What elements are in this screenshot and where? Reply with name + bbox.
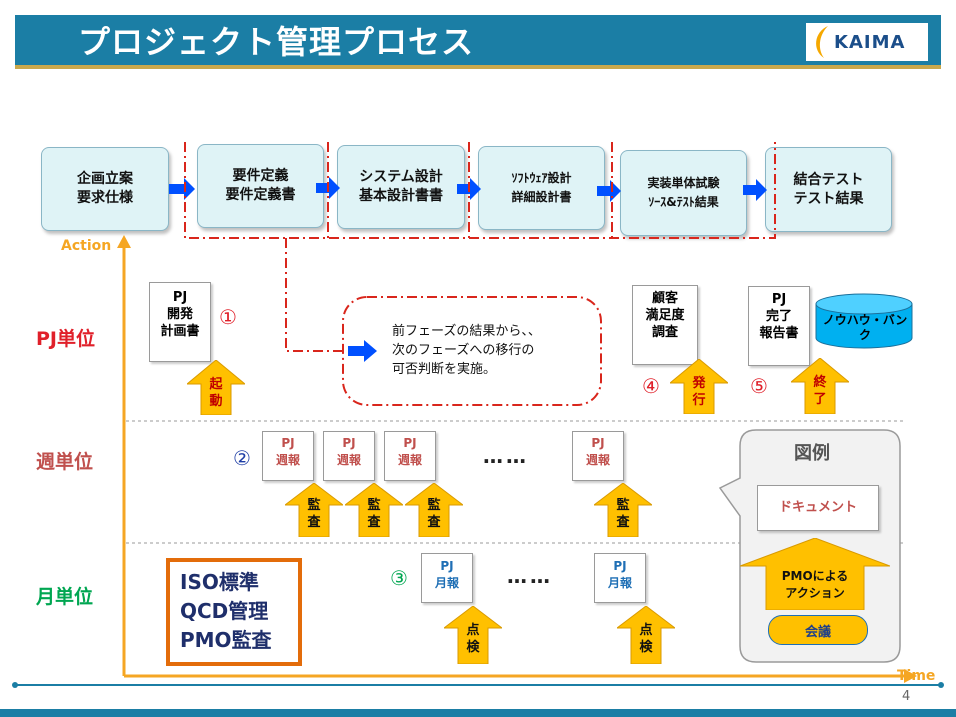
- monthly-ellipsis: ……: [507, 564, 553, 588]
- doc-satisfaction-survey: 顧客 満足度 調査: [632, 285, 698, 365]
- action-audit-2: 監 査: [343, 482, 405, 538]
- marker-5: ⑤: [750, 374, 768, 398]
- action-inspect-2: 点 検: [615, 605, 677, 665]
- row-label-weekly: 週単位: [36, 451, 94, 473]
- phase-gate-line: [184, 142, 776, 239]
- legend-title: 図例: [794, 443, 830, 464]
- title-underline: [15, 65, 941, 69]
- doc-weekly-report-3: PJ 週報: [384, 431, 436, 481]
- marker-2: ②: [233, 446, 251, 470]
- process-arrow-4: [597, 180, 621, 202]
- legend-pmo-action: PMOによる アクション: [739, 537, 891, 611]
- phase-note-connector: [285, 238, 346, 352]
- x-axis-label: Time: [897, 668, 936, 684]
- marker-3: ③: [390, 566, 408, 590]
- page-number: 4: [902, 689, 911, 704]
- logo-mark-icon: [816, 26, 828, 58]
- process-step-planning: 企画立案 要求仕様: [41, 147, 169, 231]
- y-axis-label: Action: [61, 238, 112, 254]
- knowhow-bank-cylinder: [815, 293, 913, 349]
- action-start: 起 動: [185, 359, 247, 416]
- standards-list: ISO標準 QCD管理 PMO監査: [180, 568, 272, 655]
- doc-weekly-report-4: PJ 週報: [572, 431, 624, 481]
- action-audit-4: 監 査: [592, 482, 654, 538]
- knowhow-bank-label: ノウハウ・バン ク: [822, 313, 908, 342]
- action-audit-label: 監 査: [307, 498, 321, 530]
- action-audit-label: 監 査: [367, 498, 381, 530]
- standard-qcd: QCD管理: [180, 599, 269, 623]
- standards-box: ISO標準 QCD管理 PMO監査: [166, 558, 302, 666]
- process-step-integration-test: 結合テスト テスト結果: [765, 147, 892, 232]
- row-label-pj: PJ単位: [36, 328, 95, 350]
- process-arrow-1: [169, 178, 195, 200]
- legend-document: ドキュメント: [757, 485, 879, 531]
- action-issue-label: 発 行: [692, 376, 706, 408]
- action-end-label: 終 了: [813, 375, 827, 407]
- phase-note-box: [342, 296, 602, 406]
- doc-pj-plan: PJ 開発 計画書: [149, 282, 211, 362]
- note-arrow: [348, 340, 377, 362]
- doc-completion-report: PJ 完了 報告書: [748, 286, 810, 366]
- doc-weekly-report-2: PJ 週報: [323, 431, 375, 481]
- y-axis-arrowhead: [117, 235, 131, 248]
- process-arrow-5: [743, 179, 767, 201]
- action-issue: 発 行: [668, 358, 730, 415]
- doc-monthly-report-1: PJ 月報: [421, 553, 473, 603]
- action-audit-label: 監 査: [616, 498, 630, 530]
- action-end: 終 了: [789, 357, 851, 415]
- doc-weekly-report-1: PJ 週報: [262, 431, 314, 481]
- title-bar: [15, 15, 941, 67]
- doc-monthly-report-2: PJ 月報: [594, 553, 646, 603]
- row-label-monthly: 月単位: [36, 586, 94, 608]
- action-inspect-label: 点 検: [466, 623, 480, 655]
- phase-note-text: 前フェーズの結果から、、 次のフェーズへの移行の 可否判断を実施。: [392, 324, 541, 377]
- action-inspect-1: 点 検: [442, 605, 504, 665]
- legend-pmo-action-label: PMOによる アクション: [781, 569, 849, 600]
- x-axis-arrowhead: [904, 669, 917, 683]
- action-audit-3: 監 査: [403, 482, 465, 538]
- standard-iso: ISO標準: [180, 570, 259, 594]
- logo-text: KAIMA: [834, 32, 906, 53]
- weekly-ellipsis: ……: [483, 444, 529, 468]
- action-audit-label: 監 査: [427, 498, 441, 530]
- action-inspect-label: 点 検: [639, 623, 653, 655]
- process-step-implementation: 実装単体試験 ｿｰｽ&ﾃｽﾄ結果: [620, 150, 747, 236]
- page-title: プロジェクト管理プロセス: [78, 23, 475, 61]
- legend-meeting: 会議: [768, 615, 868, 645]
- footer-bar: [0, 709, 956, 717]
- marker-4: ④: [642, 374, 660, 398]
- marker-1: ①: [219, 305, 237, 329]
- logo: [806, 23, 928, 61]
- standard-pmo: PMO監査: [180, 628, 272, 652]
- action-audit-1: 監 査: [283, 482, 345, 538]
- action-start-label: 起 動: [209, 377, 223, 409]
